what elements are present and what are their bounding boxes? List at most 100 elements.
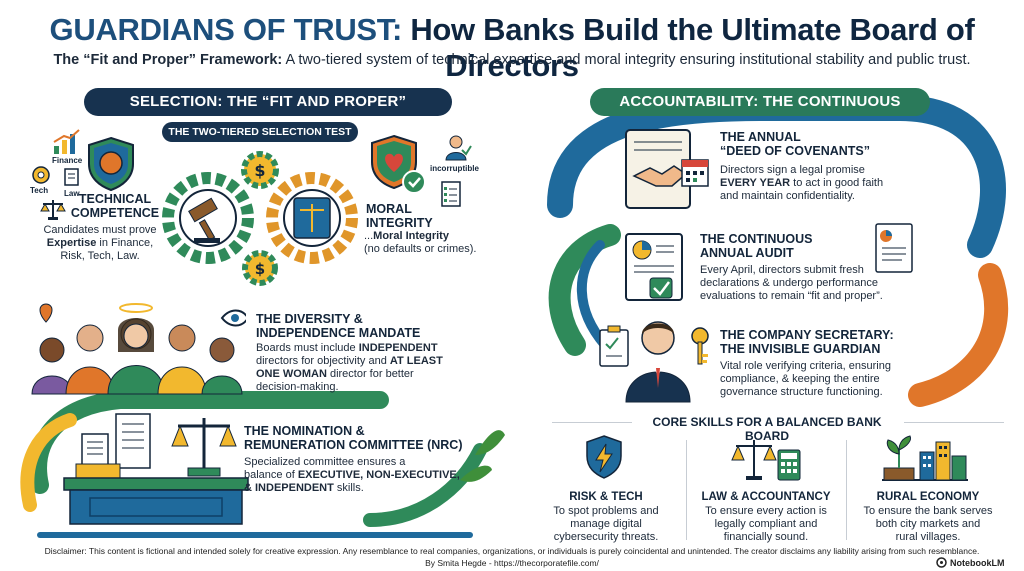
diversity-heading: THE DIVERSITY &INDEPENDENCE MANDATE [256, 312, 486, 340]
audit-heading-line1: THE CONTINUOUS [700, 232, 813, 246]
audit-text-line3: evaluations to remain “fit and proper”. [700, 290, 883, 302]
page-subtitle: The “Fit and Proper” Framework: A two-ti… [0, 52, 1024, 68]
diversity-text-line4: decision-making. [256, 381, 339, 393]
document-icon [64, 168, 79, 186]
gear-icon [32, 166, 50, 184]
scales-calculator-icon [731, 440, 801, 481]
technical-text-line3: Risk, Tech, Law. [60, 250, 140, 262]
audit-document-icon [625, 233, 683, 301]
diverse-board-icon [31, 303, 246, 395]
core-skills-divider-right [904, 422, 1004, 423]
technical-heading-line2: COMPETENCE [70, 206, 160, 220]
secretary-heading-line2: THE INVISIBLE GUARDIAN [720, 342, 881, 356]
nrc-text-line2: balance of EXECUTIVE, NON-EXECUTIVE, [244, 469, 474, 482]
deed-text-line3: and maintain confidentiality. [720, 190, 855, 202]
nrc-l3-rest: skills. [333, 482, 364, 494]
audit-text-line1: Every April, directors submit fresh [700, 264, 864, 276]
moral-heading-line2: INTEGRITY [366, 216, 433, 230]
deed-heading: THE ANNUAL“DEED OF COVENANTS” [720, 130, 920, 158]
skill-law-title: LAW & ACCOUNTANCY [701, 491, 831, 503]
diversity-l3-rest: director for better [326, 368, 414, 380]
moral-text-bold: Moral Integrity [373, 230, 449, 242]
svg-text:$: $ [255, 260, 265, 278]
deed-text-line1: Directors sign a legal promise [720, 164, 865, 176]
brain-shield-icon [88, 136, 134, 192]
skill-rural-title: RURAL ECONOMY [876, 491, 980, 503]
diversity-l1-pre: Boards must include [256, 342, 359, 354]
technical-text-bold: Expertise [46, 237, 97, 249]
deed-l2-bold: EVERY YEAR [720, 177, 791, 189]
accountability-banner: ACCOUNTABILITY: THE CONTINUOUS SHIELD [590, 88, 930, 138]
skill-law-line1: To ensure every action is [705, 505, 827, 517]
skill-law-line3: financially sound. [723, 531, 809, 543]
deed-text-line2: EVERY YEAR to act in good faith [720, 177, 920, 190]
nrc-heading-line1: THE NOMINATION & [244, 424, 365, 438]
skills-separator-2 [846, 440, 847, 540]
skill-risk-title: RISK & TECH [569, 491, 643, 503]
skill-rural-text: To ensure the bank serves both city mark… [850, 505, 1006, 544]
nrc-text-line3: & INDEPENDENT skills. [244, 482, 474, 495]
finance-label: Finance [52, 156, 83, 165]
diversity-text-line1: Boards must include INDEPENDENT [256, 342, 486, 355]
diversity-heading-line2: INDEPENDENCE MANDATE [256, 326, 421, 340]
byline: By Smita Hegde - https://thecorporatefil… [425, 558, 599, 568]
nrc-l3-bold: & INDEPENDENT [244, 482, 334, 494]
incorruptible-label: incorruptible [430, 164, 479, 173]
diversity-l1-bold: INDEPENDENT [358, 342, 438, 354]
deed-l2-rest: to act in good faith [790, 177, 884, 189]
skill-rural-line3: rural villages. [895, 531, 961, 543]
audit-text: Every April, directors submit fresh decl… [700, 264, 900, 303]
notebooklm-text: NotebookLM [950, 557, 1005, 568]
report-icon [875, 223, 913, 273]
secretary-text-line2: compliance, & keeping the entire [720, 373, 880, 385]
notebooklm-logo: NotebookLM [936, 556, 1020, 569]
plant-city-icon [882, 435, 968, 481]
secretary-text-line1: Vital role verifying criteria, ensuring [720, 360, 891, 372]
diversity-text-line2: directors for objectivity and AT LEAST [256, 355, 486, 368]
person-icon [445, 135, 472, 161]
handshake-scroll-icon [625, 129, 709, 209]
title-rest: How Banks Build the Ultimate Board of Di… [402, 12, 975, 83]
diversity-l2-bold: AT LEAST [389, 355, 443, 367]
secretary-heading: THE COMPANY SECRETARY:THE INVISIBLE GUAR… [720, 328, 920, 356]
skill-rural-line1: To ensure the bank serves [863, 505, 993, 517]
diversity-heading-line1: THE DIVERSITY & [256, 312, 363, 326]
subtitle-rest: A two-tiered system of technical experti… [282, 52, 971, 68]
law-label: Law [64, 189, 80, 198]
chart-icon [53, 129, 80, 154]
technical-text-rest: in Finance, [96, 237, 154, 249]
notebooklm-icon [936, 557, 947, 568]
diversity-l2-pre: directors for objectivity and [256, 355, 390, 367]
page-title: GUARDIANS OF TRUST: How Banks Build the … [0, 12, 1024, 84]
audit-heading-line2: ANNUAL AUDIT [700, 246, 794, 260]
subtitle-bold: The “Fit and Proper” Framework: [53, 52, 283, 68]
diversity-l3-bold: ONE WOMAN [256, 368, 327, 380]
nrc-text: Specialized committee ensures a balance … [244, 456, 474, 495]
secretary-text: Vital role verifying criteria, ensuring … [720, 360, 920, 399]
company-secretary-icon [599, 321, 709, 403]
lightning-shield-icon [586, 435, 622, 479]
title-highlight: GUARDIANS OF TRUST: [49, 12, 403, 47]
skill-law-text: To ensure every action is legally compli… [696, 505, 836, 544]
tech-label: Tech [30, 186, 49, 195]
checklist-icon [441, 181, 461, 207]
audit-text-line2: declarations & undergo performance [700, 277, 878, 289]
skill-law-line2: legally compliant and [714, 518, 818, 530]
deed-text: Directors sign a legal promise EVERY YEA… [720, 164, 920, 203]
secretary-text-line3: governance structure functioning. [720, 386, 883, 398]
skills-separator-1 [686, 440, 687, 540]
diversity-text-line3: ONE WOMAN director for better [256, 368, 486, 381]
nrc-heading-line2: REMUNERATION COMMITTEE (NRC) [244, 438, 463, 452]
core-skills-divider-left [552, 422, 632, 423]
technical-text-line1: Candidates must prove [43, 224, 157, 236]
secretary-heading-line1: THE COMPANY SECRETARY: [720, 328, 894, 342]
nrc-l2-pre: balance of [244, 469, 298, 481]
diversity-text: Boards must include INDEPENDENT director… [256, 342, 486, 394]
skill-risk-line2: manage digital [570, 518, 642, 530]
heart-shield-icon [371, 134, 426, 194]
technical-text: Candidates must prove Expertise in Finan… [30, 224, 170, 263]
gears-icon: $ $ [162, 151, 358, 286]
